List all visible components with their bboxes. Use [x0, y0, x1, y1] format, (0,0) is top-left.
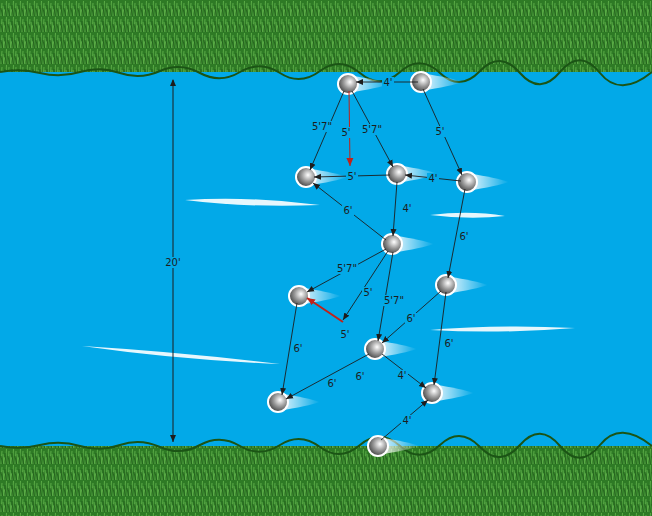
stepping-stone	[457, 172, 477, 192]
stepping-stone	[365, 339, 385, 359]
distance-label: 6'	[326, 378, 337, 389]
distance-label: 4'	[401, 415, 412, 426]
stepping-stone	[296, 167, 316, 187]
stepping-stone	[382, 234, 402, 254]
stepping-stone	[387, 164, 407, 184]
distance-label: 5'7"	[383, 295, 405, 306]
stepping-stone	[338, 74, 358, 94]
distance-label: 4'	[427, 173, 438, 184]
distance-label: 6'	[405, 313, 416, 324]
distance-label: 5'7"	[361, 124, 383, 135]
distance-label: 5'	[434, 126, 445, 137]
distance-label: 4'	[401, 203, 412, 214]
distance-label: 5'	[362, 287, 373, 298]
distance-label: 6'	[354, 371, 365, 382]
distance-label: 6'	[292, 343, 303, 354]
distance-label: 5'7"	[311, 121, 333, 132]
distance-label: 4'	[382, 77, 393, 88]
distance-label: 4'	[396, 370, 407, 381]
stepping-stone	[289, 286, 309, 306]
stepping-stone	[268, 392, 288, 412]
distance-label: 6'	[458, 231, 469, 242]
distance-label: 5'	[339, 329, 350, 340]
distance-label: 5'	[340, 127, 351, 138]
stepping-stone	[422, 383, 442, 403]
distance-label: 5'7"	[336, 263, 358, 274]
distance-label: 6'	[443, 338, 454, 349]
stepping-stone	[368, 436, 388, 456]
width-dimension: 20'	[164, 257, 181, 268]
distance-label: 5'	[346, 171, 357, 182]
distance-label: 6'	[342, 205, 353, 216]
